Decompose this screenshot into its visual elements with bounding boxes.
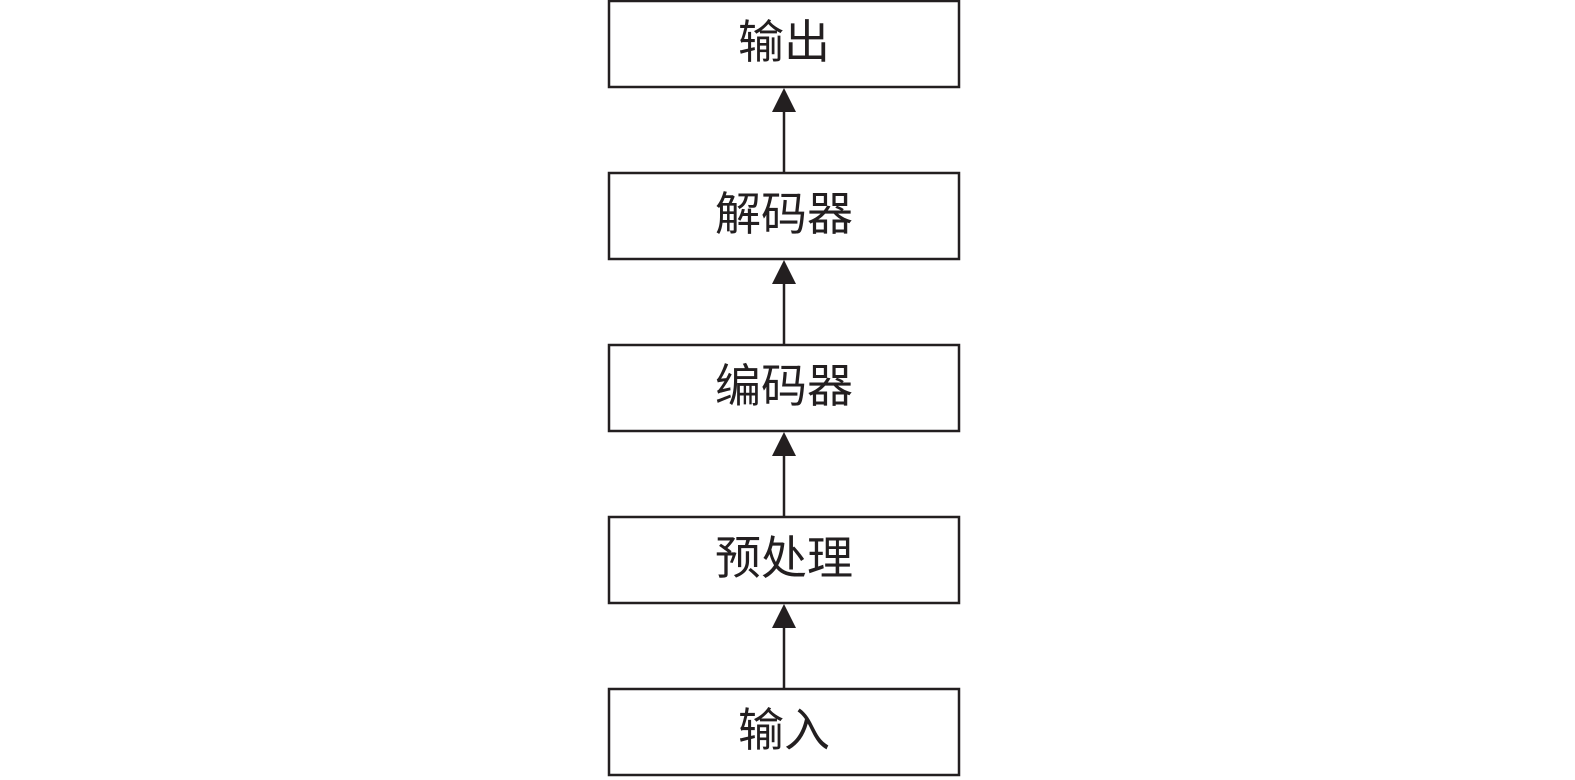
node-preprocess-box xyxy=(607,515,961,605)
edge-encoder-to-decoder xyxy=(772,260,796,345)
node-encoder: 编码器 xyxy=(607,343,961,433)
node-input-label: 输入 xyxy=(738,703,830,757)
node-decoder-box xyxy=(607,171,961,261)
node-input-box xyxy=(607,687,961,777)
arrowhead-up-icon xyxy=(772,604,796,628)
node-decoder: 解码器 xyxy=(607,171,961,261)
arrowhead-up-icon xyxy=(772,432,796,456)
node-output-label: 输出 xyxy=(738,15,830,69)
node-output-box xyxy=(607,0,961,89)
edge-preprocess-to-encoder xyxy=(772,432,796,517)
node-preprocess-label: 预处理 xyxy=(715,531,853,585)
node-preprocess: 预处理 xyxy=(607,515,961,605)
node-encoder-label: 编码器 xyxy=(715,359,853,413)
edge-input-to-preprocess xyxy=(772,604,796,689)
node-input: 输入 xyxy=(607,687,961,777)
arrowhead-up-icon xyxy=(772,88,796,112)
node-decoder-label: 解码器 xyxy=(715,187,853,241)
arrowhead-up-icon xyxy=(772,260,796,284)
node-output: 输出 xyxy=(607,0,961,89)
edge-decoder-to-output xyxy=(772,88,796,173)
